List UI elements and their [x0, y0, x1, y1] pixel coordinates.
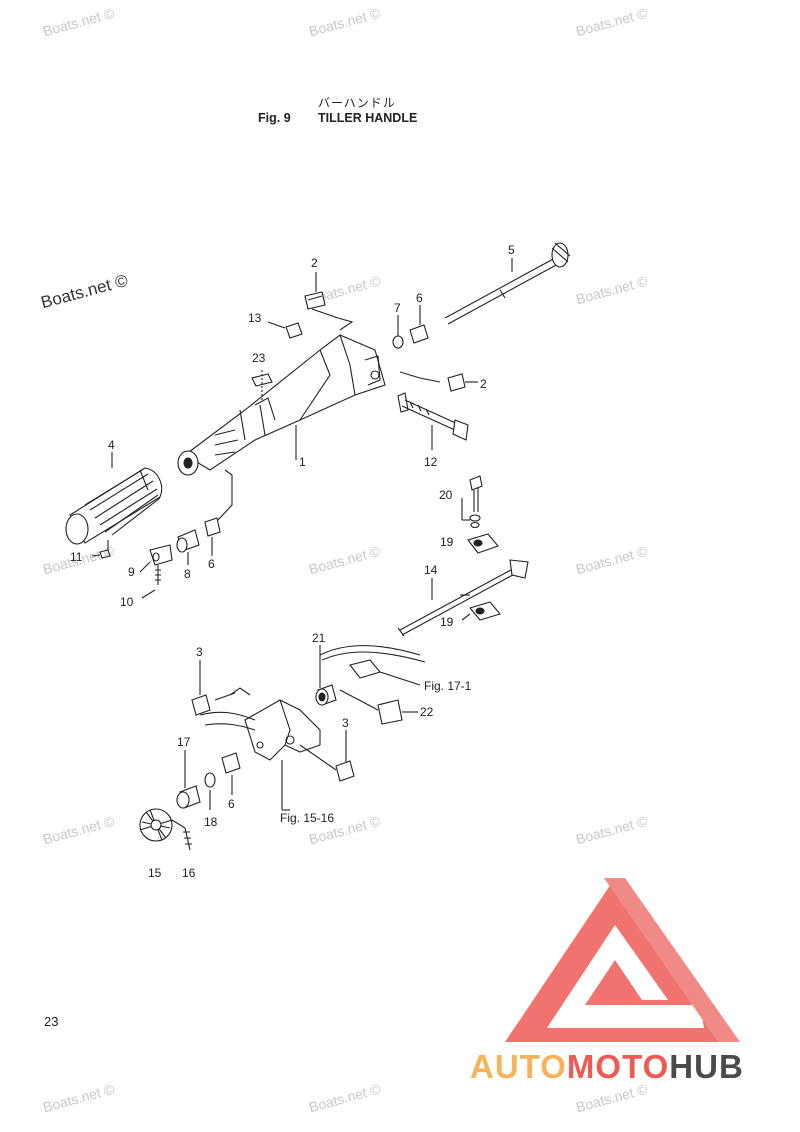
callout-3: 3 [196, 645, 203, 659]
callout-6: 6 [228, 797, 235, 811]
callout-5: 5 [508, 243, 515, 257]
part-15-friction-knob [139, 808, 173, 842]
callout-14: 14 [424, 563, 438, 577]
part-16-pin [184, 827, 191, 851]
part-22-bushing [377, 699, 403, 725]
part-11-screw [99, 549, 111, 559]
callout-15: 15 [148, 866, 162, 880]
part-2-knob [304, 291, 354, 331]
callout-2: 2 [480, 377, 487, 391]
callout-8: 8 [184, 567, 191, 581]
callout-21: 21 [312, 631, 326, 645]
part-21-bushing [315, 684, 337, 706]
part-20-bolt [469, 475, 483, 529]
automotohub-logo-text: AUTOMOTOHUB [470, 1048, 744, 1086]
callout-18: 18 [204, 815, 218, 829]
callout-17: 17 [177, 735, 191, 749]
callout-6: 6 [416, 291, 423, 305]
part-17-bushing [176, 785, 201, 809]
part-2-bolt [447, 373, 466, 392]
callout-12: 12 [424, 455, 438, 469]
callout-1: 1 [299, 455, 306, 469]
tiller-arm [177, 334, 386, 476]
part-5-throttle-rod [444, 242, 571, 325]
diagram-title: TILLER HANDLE [318, 111, 418, 125]
part-6-collar-left [204, 517, 221, 537]
part-6-collar-lower [221, 752, 241, 774]
callout-3: 3 [342, 716, 349, 730]
logo-part-moto: MOTO [566, 1048, 670, 1085]
part-18-washer [204, 772, 216, 788]
logo-part-hub: HUB [669, 1048, 744, 1085]
reference-fig-15-16: Fig. 15-16 [280, 811, 334, 825]
callout-9: 9 [128, 565, 135, 579]
callout-10: 10 [120, 595, 134, 609]
callout-23: 23 [252, 351, 266, 365]
logo-part-auto: AUTO [470, 1048, 567, 1085]
figure-number: Fig. 9 [258, 111, 291, 125]
japanese-title: バーハンドル [318, 96, 396, 110]
part-4-grip [65, 467, 163, 545]
part-19-clamp-upper [467, 533, 499, 554]
callout-19: 19 [440, 615, 454, 629]
callout-19: 19 [440, 535, 454, 549]
part-19-clamp-lower [469, 601, 501, 621]
part-23-plate [251, 373, 273, 387]
callout-7: 7 [394, 301, 401, 315]
callout-16: 16 [182, 866, 196, 880]
callout-13: 13 [248, 311, 262, 325]
part-14-linkage-rod [397, 559, 529, 637]
part-13-nut [285, 322, 303, 339]
callout-2: 2 [311, 256, 318, 270]
callout-6: 6 [208, 557, 215, 571]
part-7-washer [392, 335, 404, 349]
automotohub-logo-mark [505, 878, 740, 1042]
part-3-collar-lower [335, 760, 355, 782]
page-number: 23 [44, 1014, 59, 1029]
part-3-collar-upper [191, 694, 211, 716]
reference-fig-17-1: Fig. 17-1 [424, 679, 472, 693]
lower-bracket [199, 687, 321, 761]
part-12-pivot-bolt [397, 392, 469, 441]
callout-4: 4 [108, 438, 115, 452]
part-6-collar [409, 324, 429, 344]
callout-11: 11 [70, 550, 83, 564]
callout-22: 22 [420, 705, 434, 719]
callout-20: 20 [439, 488, 453, 502]
